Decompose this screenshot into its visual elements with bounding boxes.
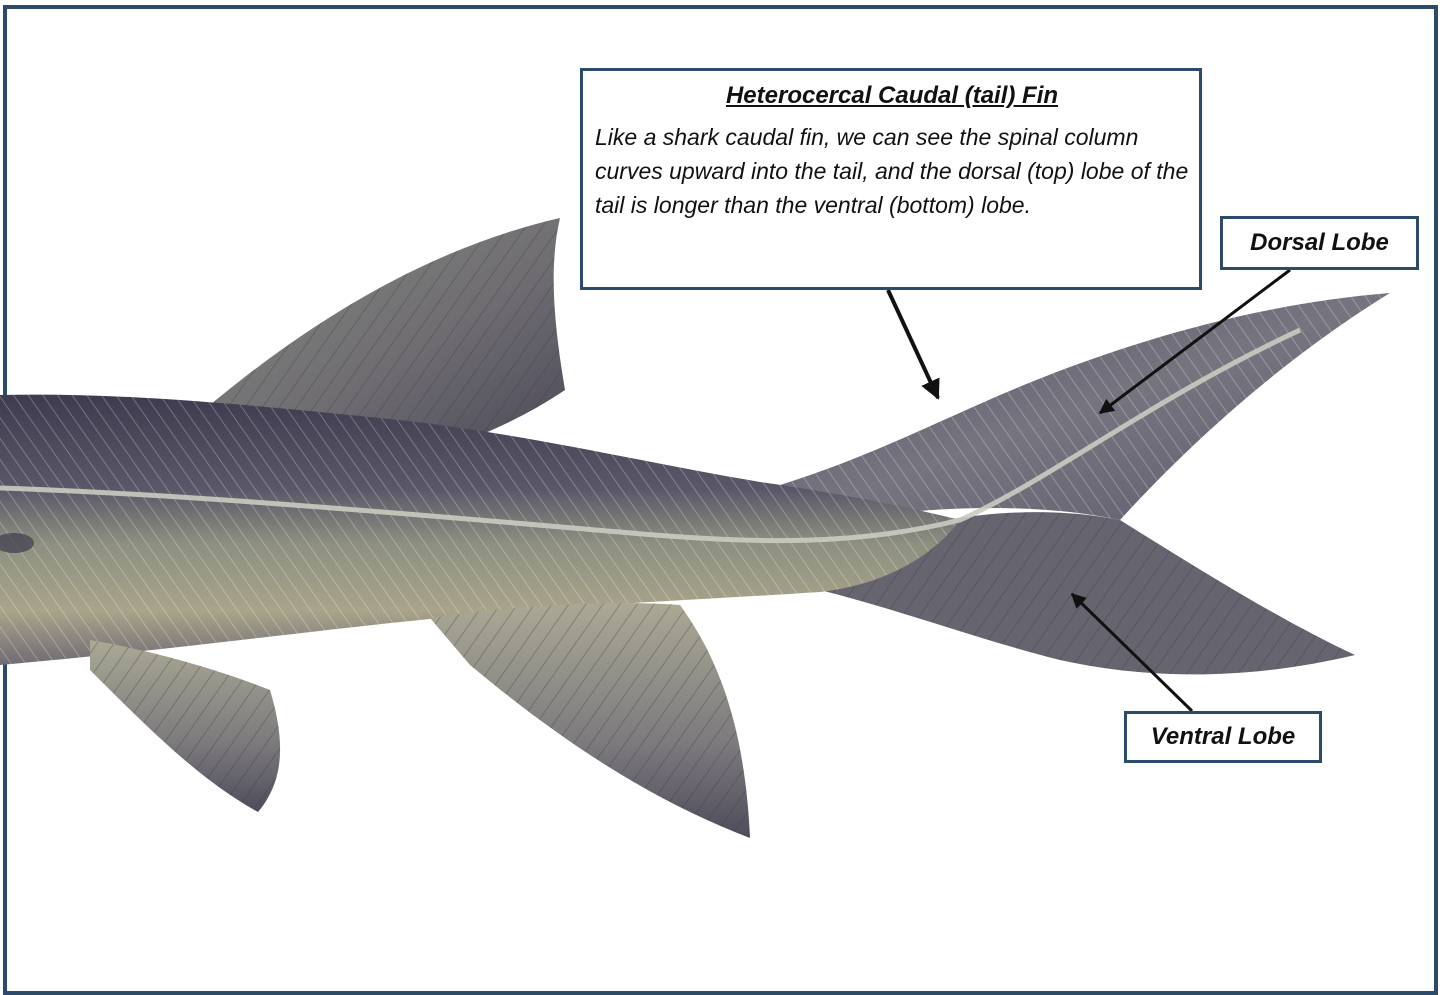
- callout-title: Heterocercal Caudal (tail) Fin: [595, 82, 1189, 110]
- ventral-lobe-label-text: Ventral Lobe: [1151, 723, 1295, 751]
- dorsal-fin: [210, 218, 565, 440]
- anal-fin: [430, 603, 750, 838]
- callout-arrow: [888, 290, 938, 398]
- heterocercal-callout: Heterocercal Caudal (tail) Fin Like a sh…: [580, 68, 1202, 290]
- dorsal-lobe-label: Dorsal Lobe: [1220, 216, 1419, 270]
- tail-dorsal-lobe-shape: [780, 293, 1390, 520]
- ventral-lobe-label: Ventral Lobe: [1124, 711, 1322, 763]
- callout-body: Like a shark caudal fin, we can see the …: [595, 120, 1189, 222]
- pelvic-fin: [90, 640, 280, 812]
- dorsal-lobe-label-text: Dorsal Lobe: [1250, 229, 1389, 257]
